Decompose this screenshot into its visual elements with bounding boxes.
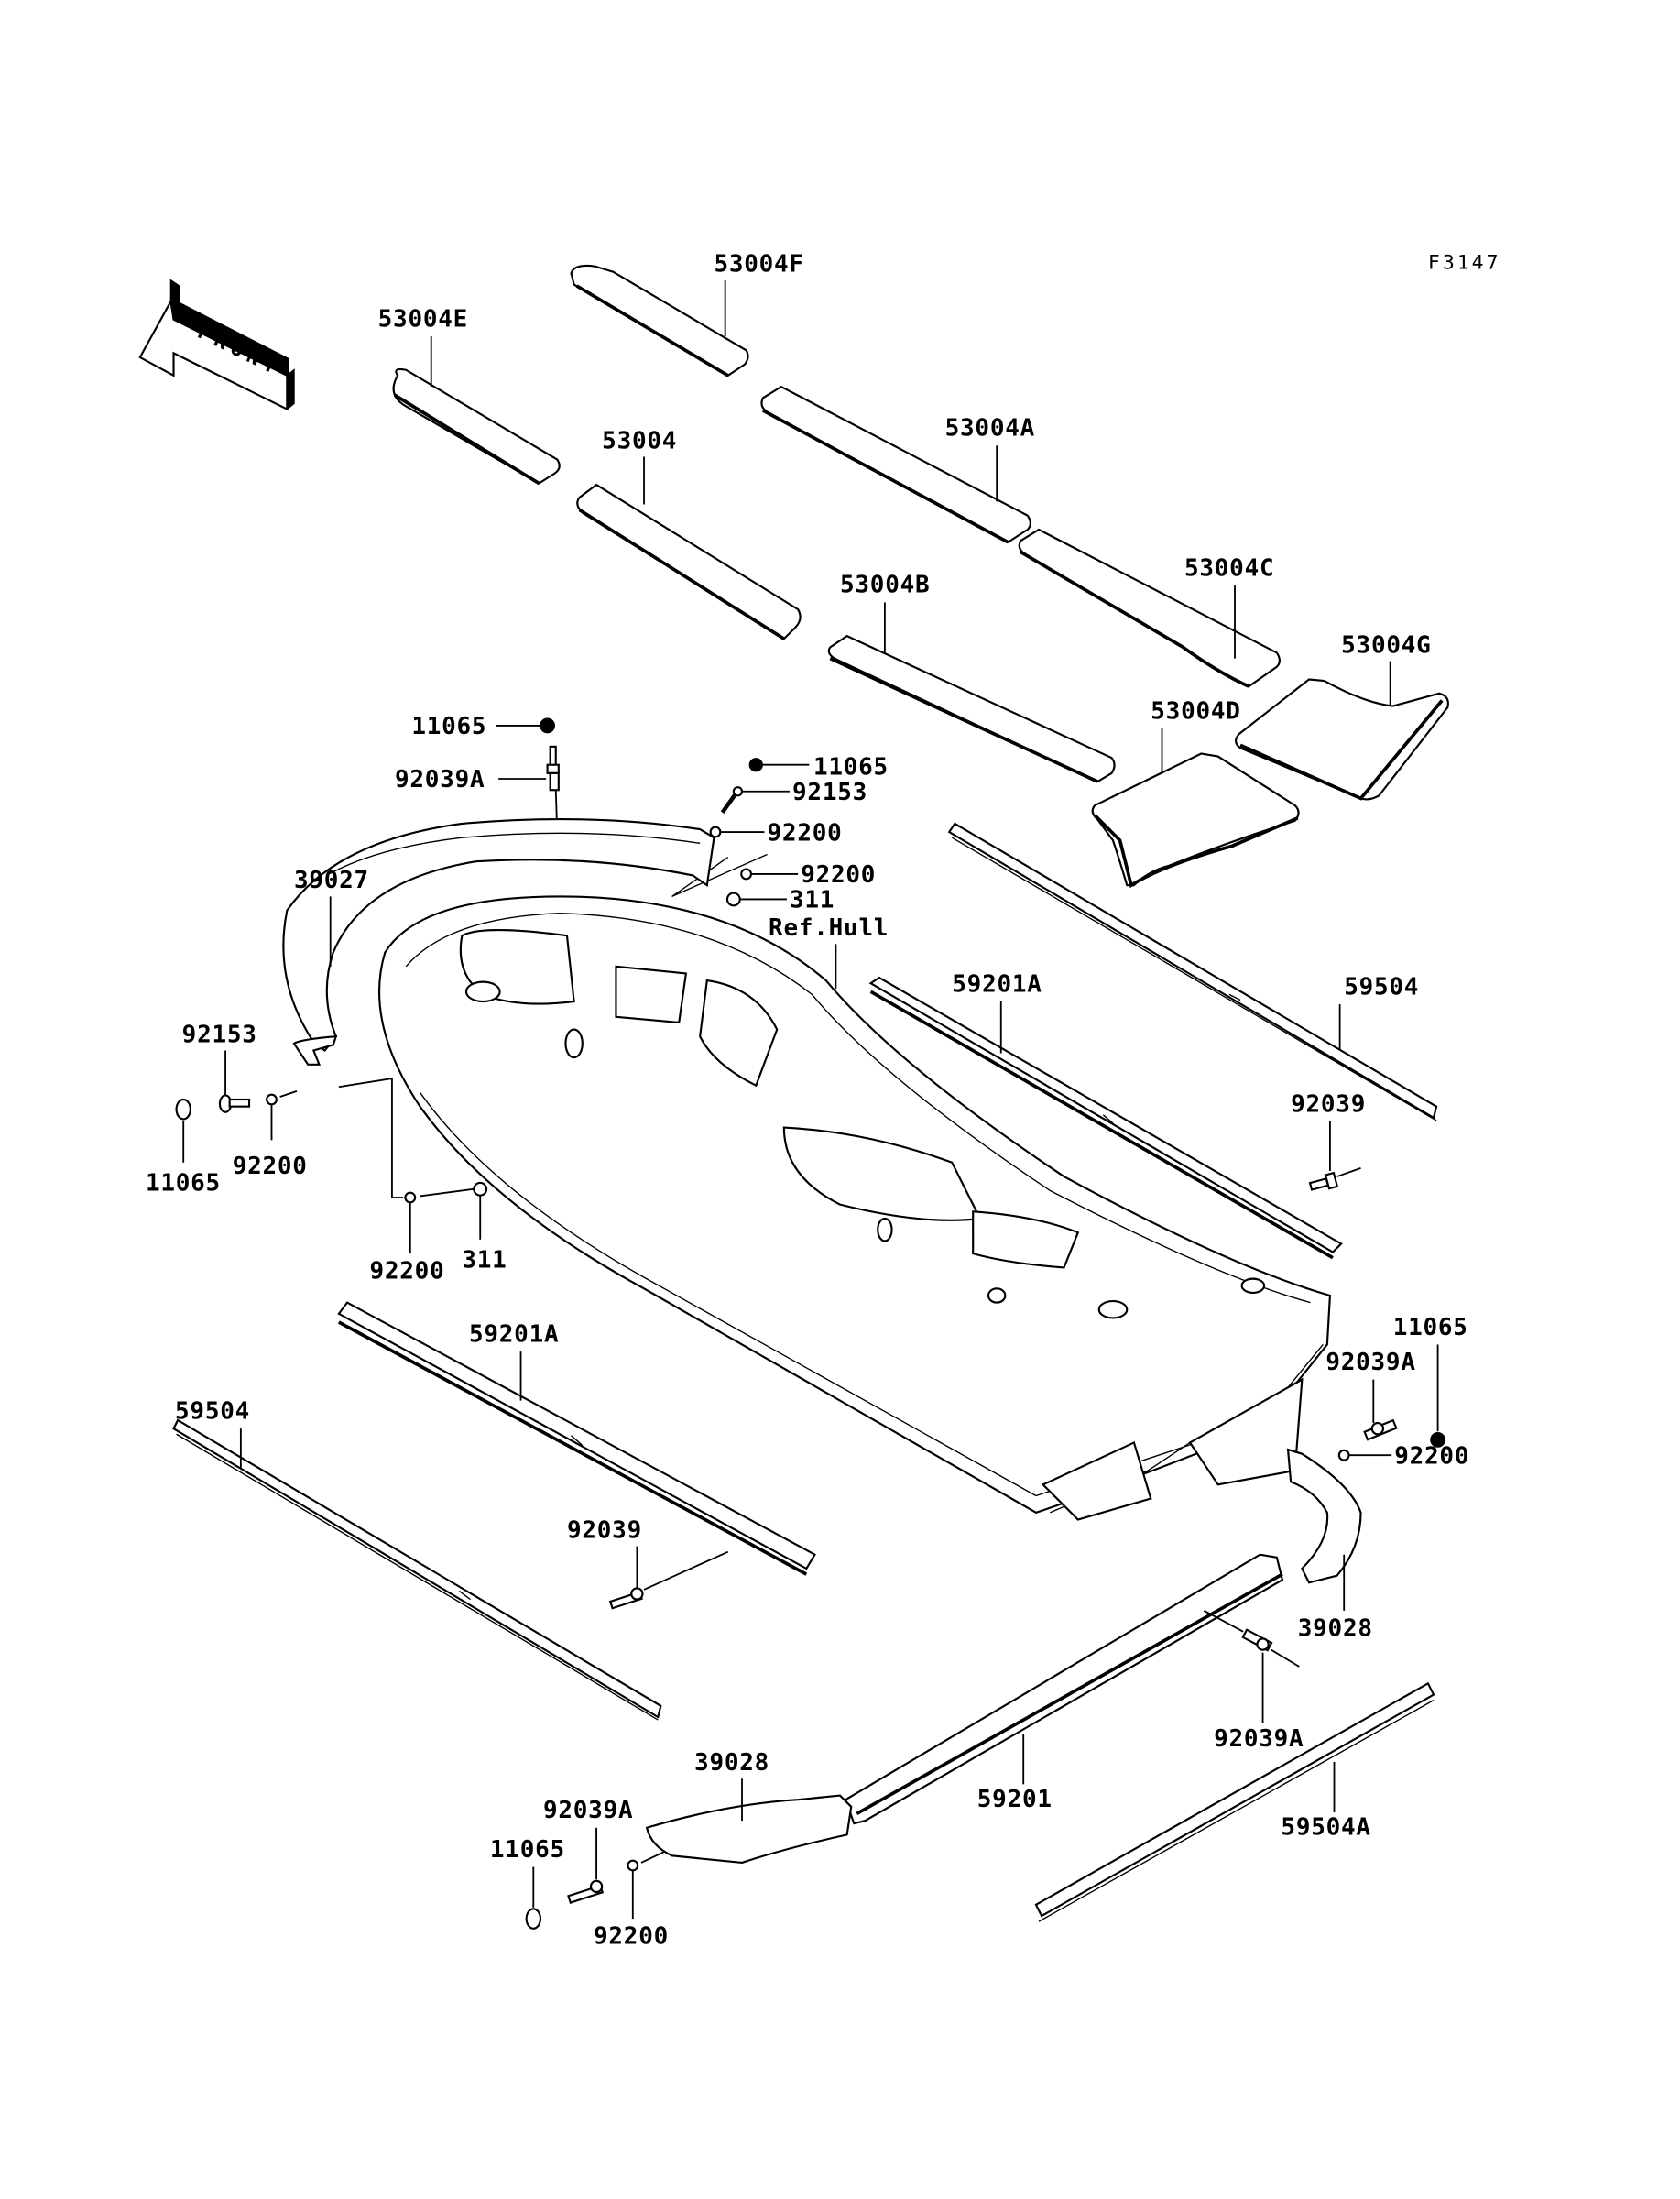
label-11065-top: 11065 — [411, 713, 486, 740]
washer-icon — [404, 1191, 417, 1204]
label-53004F: 53004F — [714, 251, 803, 279]
label-11065-right: 11065 — [1393, 1314, 1468, 1341]
strip-59504-upper — [947, 822, 1438, 1121]
rivet-icon — [608, 1550, 729, 1610]
rail-59201A-upper — [868, 976, 1343, 1260]
label-92039-left: 92039 — [567, 1516, 642, 1544]
label-ref-hull: Ref.Hull — [769, 914, 889, 942]
label-11065-left: 11065 — [146, 1169, 221, 1197]
mat-53004 — [576, 483, 802, 640]
label-53004C: 53004C — [1184, 554, 1274, 582]
front-arrow-icon: FRONT — [138, 279, 295, 411]
nut-icon — [725, 892, 741, 907]
mat-53004C — [1018, 528, 1281, 688]
label-53004B: 53004B — [840, 572, 930, 599]
label-39028-right: 39028 — [1298, 1614, 1373, 1642]
label-53004: 53004 — [602, 427, 677, 454]
mat-53004G — [1235, 678, 1449, 801]
rail-59201 — [844, 1553, 1284, 1825]
label-92200-left: 92200 — [233, 1153, 308, 1180]
label-92200-top2: 92200 — [801, 861, 876, 889]
label-92153-left: 92153 — [182, 1021, 257, 1048]
rivet-icon — [1241, 1628, 1300, 1668]
label-11065-bottom: 11065 — [490, 1836, 565, 1864]
washer-icon — [1337, 1449, 1350, 1461]
hull — [377, 895, 1332, 1521]
washer-icon — [740, 868, 753, 881]
label-53004D: 53004D — [1151, 697, 1240, 725]
label-92200-bottom: 92200 — [594, 1923, 669, 1951]
label-59201A-upper: 59201A — [952, 970, 1042, 998]
label-11065-top2: 11065 — [813, 753, 889, 781]
label-92200-right: 92200 — [1394, 1442, 1469, 1470]
bumper-39027 — [282, 817, 715, 1066]
label-92153-top: 92153 — [792, 779, 867, 806]
cap-icon — [748, 758, 763, 772]
washer-icon — [266, 1093, 278, 1106]
label-92039-upper: 92039 — [1291, 1091, 1366, 1119]
rail-59201A-left — [337, 1301, 816, 1576]
mat-53004F — [570, 264, 749, 377]
cap-icon — [525, 1908, 542, 1930]
label-59201A-left: 59201A — [469, 1320, 559, 1348]
label-59201: 59201 — [977, 1786, 1053, 1813]
rivet-icon — [567, 1879, 605, 1904]
washer-icon — [627, 1859, 639, 1872]
rivet-icon — [1363, 1418, 1398, 1441]
bumper-39028-right — [1286, 1448, 1362, 1584]
label-59504-left: 59504 — [175, 1397, 250, 1425]
label-311-top: 311 — [790, 887, 835, 914]
label-53004A: 53004A — [945, 415, 1035, 443]
bumper-39028-left — [645, 1794, 853, 1865]
label-39028-left: 39028 — [694, 1749, 769, 1777]
mat-53004A — [760, 385, 1031, 544]
label-92200-left2: 92200 — [369, 1258, 444, 1285]
label-39027: 39027 — [294, 867, 369, 894]
mat-53004E — [392, 367, 561, 486]
screw-icon — [720, 786, 744, 815]
label-92039A-right: 92039A — [1325, 1349, 1415, 1376]
label-92039A-bottom: 92039A — [543, 1797, 633, 1824]
label-53004G: 53004G — [1341, 631, 1431, 659]
rivet-icon — [1308, 1167, 1361, 1191]
strip-59504-left — [172, 1418, 662, 1721]
cap-icon — [1430, 1431, 1446, 1448]
label-92039A-lower-right: 92039A — [1214, 1725, 1304, 1753]
label-311-left: 311 — [462, 1246, 507, 1274]
mat-53004D — [1091, 752, 1300, 889]
cap-icon — [540, 717, 555, 734]
screw-icon — [218, 1094, 251, 1113]
washer-icon — [709, 826, 722, 838]
label-92200-top1: 92200 — [768, 819, 843, 847]
label-92039A-top: 92039A — [395, 766, 485, 793]
mat-53004B — [827, 634, 1116, 783]
label-59504-upper: 59504 — [1344, 973, 1419, 1001]
label-59504A: 59504A — [1281, 1813, 1370, 1841]
cap-icon — [175, 1098, 191, 1121]
label-53004E: 53004E — [378, 305, 468, 333]
strip-59504A — [1034, 1681, 1435, 1922]
figure-code: F3147 — [1428, 252, 1501, 275]
nut-icon — [473, 1181, 488, 1197]
